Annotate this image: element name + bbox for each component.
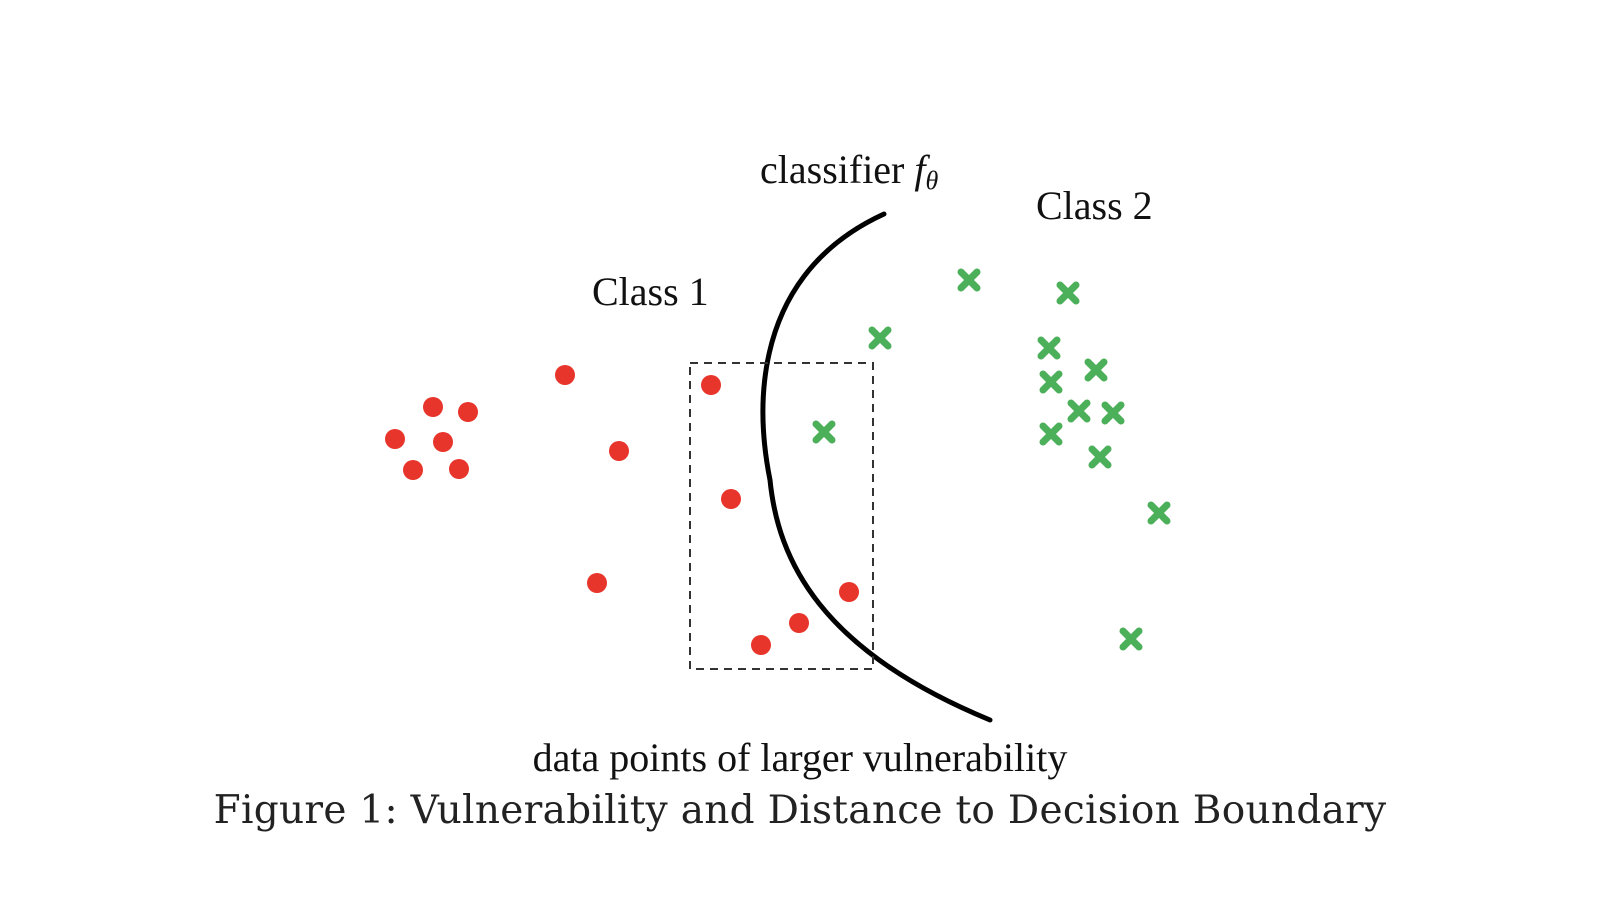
class2-point bbox=[957, 268, 981, 292]
class1-point bbox=[751, 635, 771, 655]
vulnerability-region-box bbox=[689, 362, 874, 670]
class2-point bbox=[1088, 445, 1112, 469]
class2-point bbox=[1039, 422, 1063, 446]
decision-boundary-curve bbox=[760, 211, 993, 723]
class1-point bbox=[587, 573, 607, 593]
class1-point bbox=[458, 402, 478, 422]
class2-point bbox=[868, 326, 892, 350]
figure-caption: Figure 1: Vulnerability and Distance to … bbox=[213, 788, 1387, 833]
class1-point bbox=[555, 365, 575, 385]
vulnerability-label: data points of larger vulnerability bbox=[532, 735, 1068, 780]
class2-point bbox=[1067, 399, 1091, 423]
class2-point bbox=[1039, 370, 1063, 394]
class2-label: Class 2 bbox=[1036, 183, 1153, 228]
classifier-symbol: f bbox=[914, 147, 926, 192]
class2-point bbox=[1147, 501, 1171, 525]
class1-point bbox=[433, 432, 453, 452]
classifier-label-text: classifier bbox=[760, 147, 905, 192]
class1-label: Class 1 bbox=[592, 269, 709, 314]
class1-point bbox=[609, 441, 629, 461]
class1-point bbox=[423, 397, 443, 417]
class2-point bbox=[812, 420, 836, 444]
class1-point bbox=[839, 582, 859, 602]
class1-point bbox=[449, 459, 469, 479]
class2-point bbox=[1037, 336, 1061, 360]
class1-point bbox=[721, 489, 741, 509]
class2-point bbox=[1119, 627, 1143, 651]
classifier-subscript: θ bbox=[925, 166, 939, 195]
class1-point bbox=[385, 429, 405, 449]
class2-point bbox=[1101, 401, 1125, 425]
class2-point bbox=[1056, 281, 1080, 305]
class1-point bbox=[403, 460, 423, 480]
class2-points bbox=[812, 268, 1171, 651]
class2-point bbox=[1084, 358, 1108, 382]
class1-point bbox=[701, 375, 721, 395]
class1-points bbox=[385, 365, 859, 655]
classifier-label: classifier fθ bbox=[760, 150, 938, 194]
class1-point bbox=[789, 613, 809, 633]
